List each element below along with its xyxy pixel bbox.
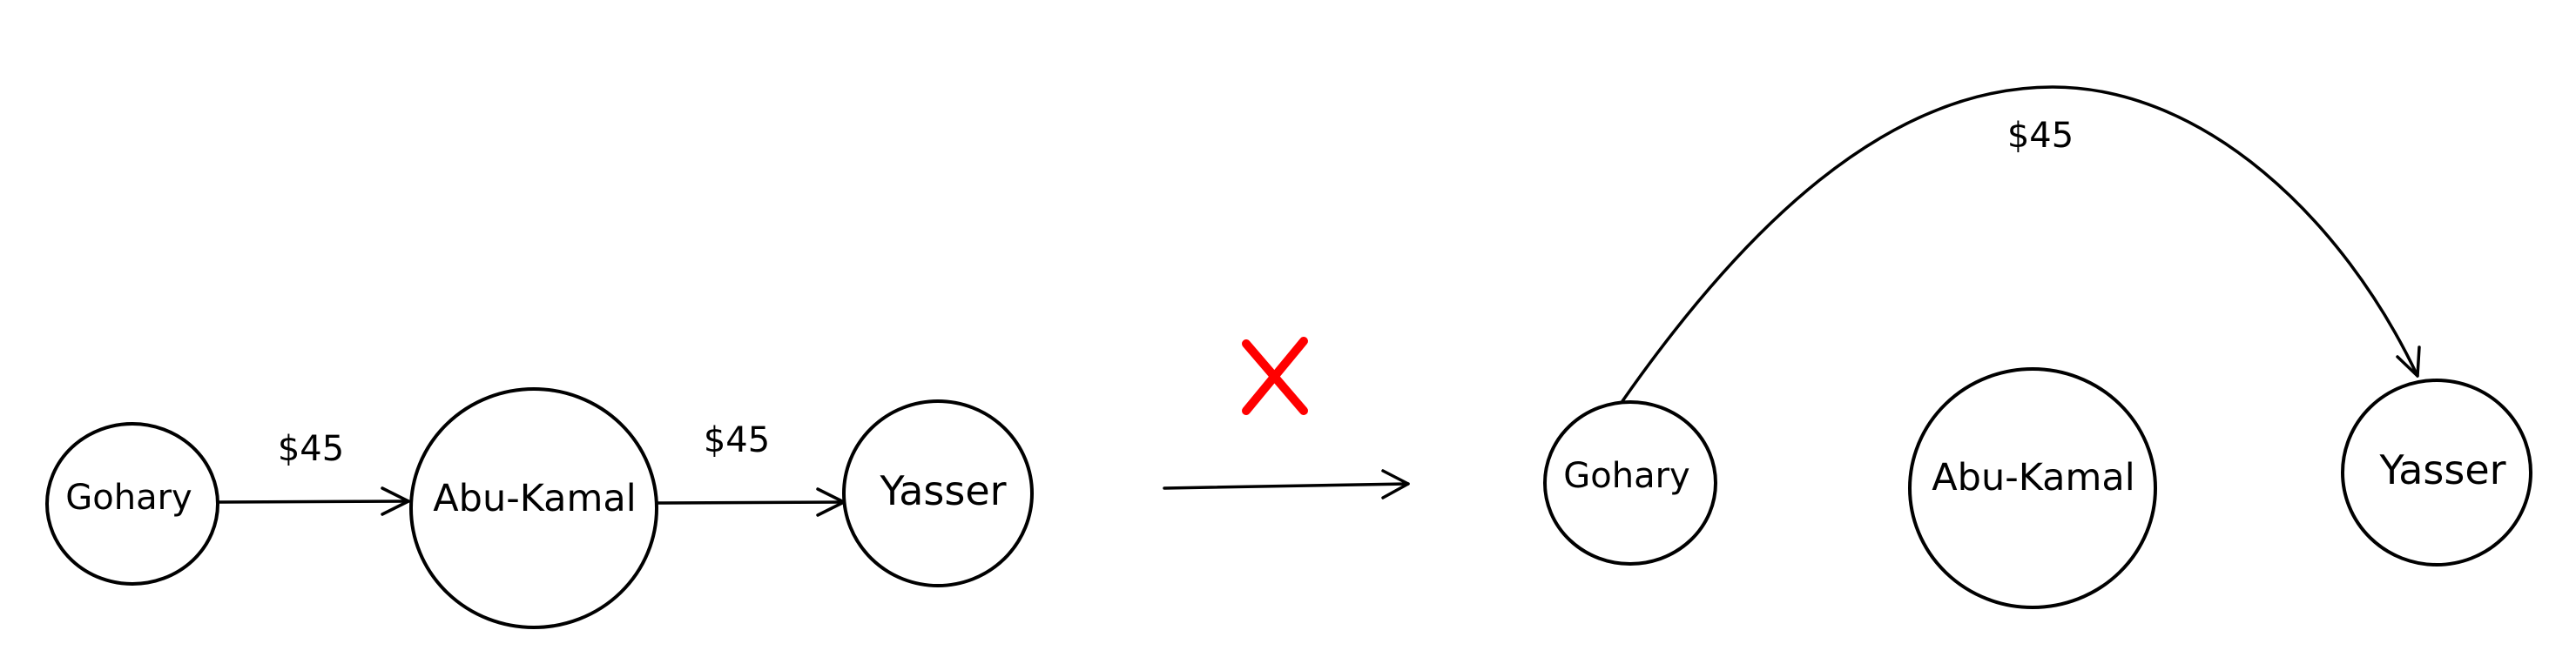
transition <box>1163 337 1410 499</box>
arrowhead-icon <box>381 486 410 516</box>
arrow-icon <box>1163 469 1410 499</box>
node-label: Gohary <box>65 478 192 518</box>
before-graph: Gohary Abu-Kamal Yasser $45 $45 <box>45 387 1034 629</box>
cross-icon <box>1242 337 1308 415</box>
node-gohary-after: Gohary <box>1543 400 1717 566</box>
after-graph: Gohary Abu-Kamal Yasser $45 <box>1543 85 2532 609</box>
edge-abu-kamal-to-yasser: $45 <box>656 420 846 517</box>
edge-gohary-to-abu-kamal: $45 <box>217 429 410 516</box>
edge-amount-label: $45 <box>2007 116 2074 156</box>
node-label: Abu-Kamal <box>1932 456 2134 499</box>
node-yasser-after: Yasser <box>2341 379 2532 566</box>
arrowhead-icon <box>2396 345 2421 378</box>
node-gohary-before: Gohary <box>45 422 219 586</box>
arrowhead-icon <box>816 487 846 517</box>
edge-amount-label: $45 <box>704 420 770 460</box>
node-abu-kamal-before: Abu-Kamal <box>409 387 658 629</box>
edge-gohary-to-yasser: $45 <box>1621 85 2421 403</box>
node-label: Yasser <box>879 467 1006 514</box>
edge-amount-label: $45 <box>278 429 344 469</box>
node-label: Abu-Kamal <box>433 477 636 520</box>
node-label: Gohary <box>1563 456 1689 496</box>
node-label: Yasser <box>2378 446 2505 493</box>
node-yasser-before: Yasser <box>842 399 1034 587</box>
node-abu-kamal-after: Abu-Kamal <box>1908 367 2157 609</box>
